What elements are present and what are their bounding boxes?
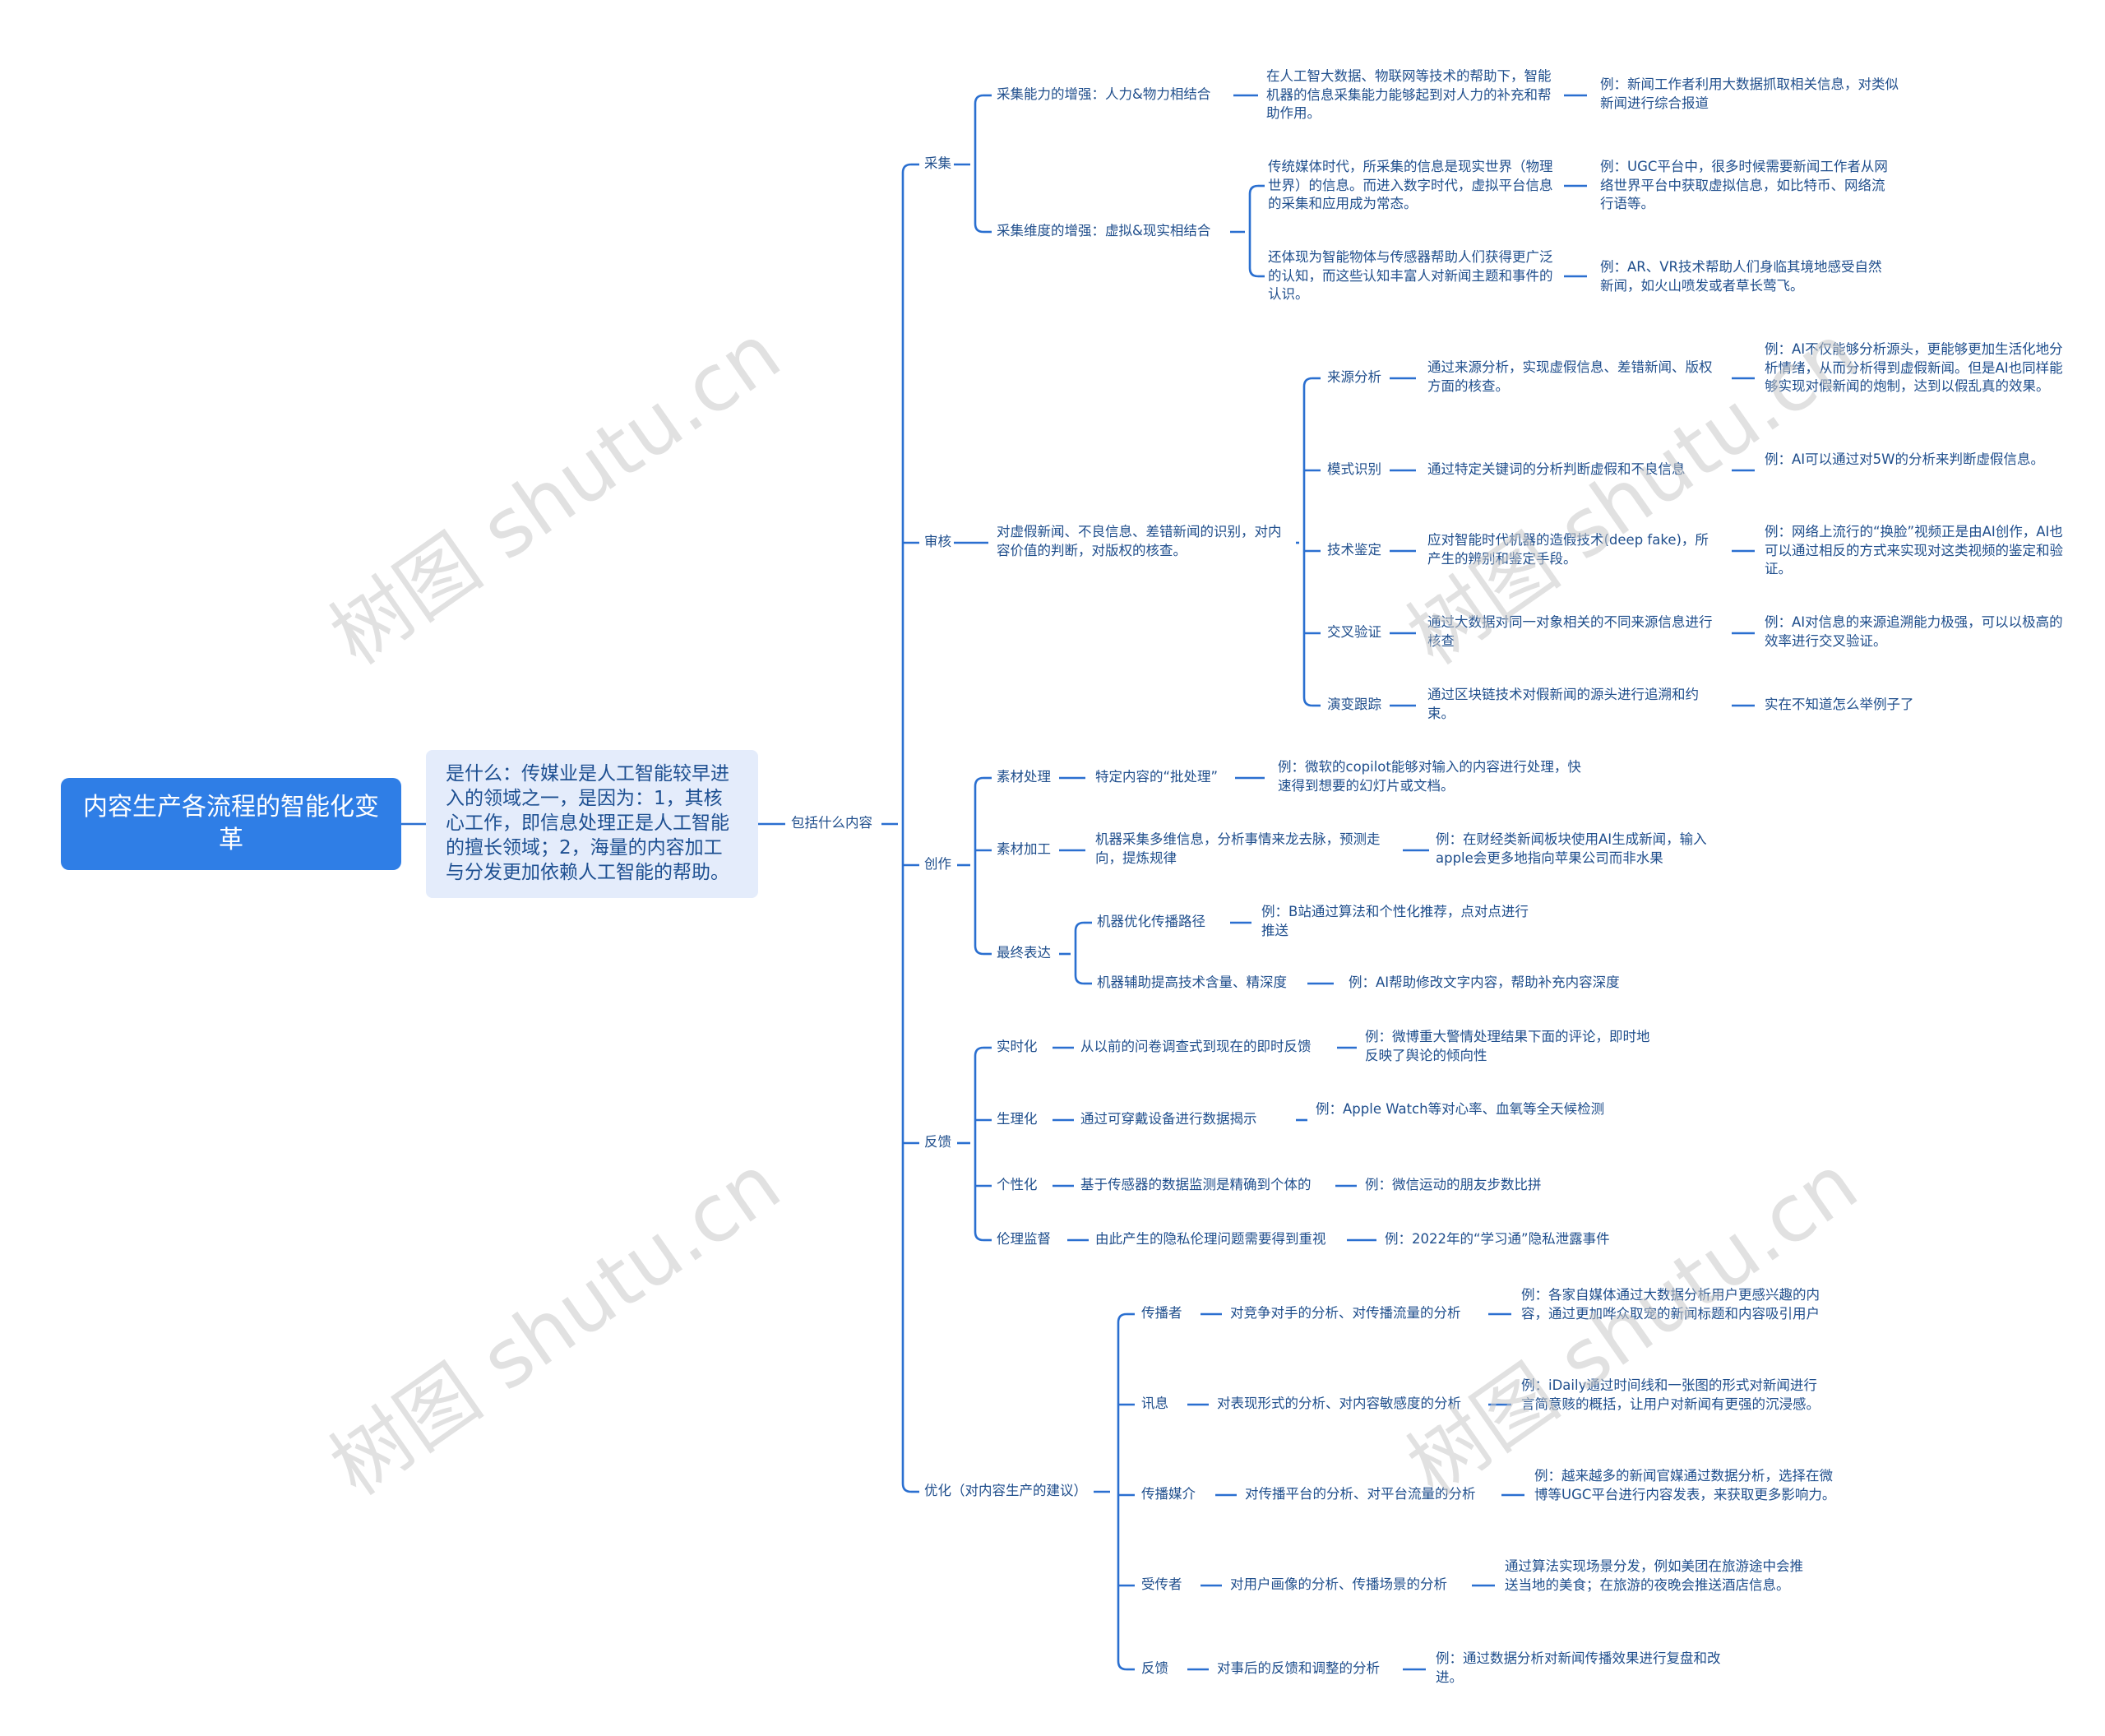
- youhua-item-example[interactable]: 例：各家自媒体通过大数据分析用户更感兴趣的内容，通过更加哗众取宠的新闻标题和内容…: [1521, 1287, 1820, 1322]
- chuangzuo-zuizhong-example2[interactable]: 例：AI帮助修改文字内容，帮助补充内容深度: [1349, 974, 1620, 990]
- shenhe-item-desc[interactable]: 通过区块链技术对假新闻的源头进行追溯和约束。: [1427, 687, 1699, 721]
- chuangzuo-sucai-chuli-example[interactable]: 例：微软的copilot能够对输入的内容进行处理，快速得到想要的幻灯片或文档。: [1278, 759, 1581, 794]
- youhua-item-desc[interactable]: 对事后的反馈和调整的分析: [1217, 1660, 1380, 1676]
- youhua-item-desc[interactable]: 对竞争对手的分析、对传播流量的分析: [1230, 1305, 1461, 1321]
- youhua-item-label[interactable]: 传播媒介: [1141, 1486, 1196, 1502]
- shenhe-item-desc[interactable]: 通过大数据对同一对象相关的不同来源信息进行核查: [1427, 614, 1713, 649]
- chuangzuo-sucai-chuli-desc[interactable]: 特定内容的“批处理”: [1095, 769, 1219, 785]
- branch-bracket: [1302, 377, 1313, 707]
- shenhe-item-label[interactable]: 技术鉴定: [1327, 542, 1381, 558]
- shenhe-item-example[interactable]: 例：网络上流行的“换脸”视频正是由AI创作，AI也可以通过相反的方式来实现对这类…: [1765, 524, 2063, 576]
- youhua-item-label[interactable]: 讯息: [1141, 1396, 1168, 1411]
- shenhe-item-desc[interactable]: 通过来源分析，实现虚假信息、差错新闻、版权方面的核查。: [1427, 359, 1713, 394]
- branch-bracket: [1074, 921, 1085, 985]
- youhua-item-example[interactable]: 通过算法实现场景分发，例如美团在旅游途中会推送当地的美食；在旅游的夜晚会推送酒店…: [1505, 1558, 1803, 1593]
- fankui-item-desc[interactable]: 从以前的问卷调查式到现在的即时反馈: [1080, 1039, 1312, 1054]
- root-topic-title: 内容生产各流程的智能化变革: [83, 793, 379, 854]
- caiji-sub1-desc[interactable]: 在人工智大数据、物联网等技术的帮助下，智能机器的信息采集能力能够起到对人力的补充…: [1266, 68, 1552, 121]
- youhua-item-example[interactable]: 例：越来越多的新闻官媒通过数据分析，选择在微博等UGC平台进行内容发表，来获取更…: [1534, 1468, 1836, 1502]
- section-fankui[interactable]: 反馈: [924, 1134, 951, 1150]
- youhua-item-label[interactable]: 传播者: [1141, 1305, 1182, 1321]
- fankui-item-example[interactable]: 例：微博重大警情处理结果下面的评论，即时地反映了舆论的倾向性: [1365, 1029, 1650, 1063]
- chuangzuo-zuizhong[interactable]: 最终表达: [997, 945, 1051, 961]
- fankui-item-label[interactable]: 伦理监督: [997, 1231, 1051, 1247]
- fankui-item-desc[interactable]: 基于传感器的数据监测是精确到个体的: [1080, 1177, 1312, 1192]
- fankui-item-example[interactable]: 例：Apple Watch等对心率、血氧等全天候检测: [1316, 1101, 1605, 1117]
- youhua-item-desc[interactable]: 对用户画像的分析、传播场景的分析: [1230, 1576, 1447, 1592]
- shenhe-item-label[interactable]: 交叉验证: [1327, 624, 1381, 640]
- shenhe-item-desc[interactable]: 应对智能时代机器的造假技术(deep fake)，所产生的辨别和鉴定手段。: [1427, 532, 1709, 567]
- caiji-sub2-desc2[interactable]: 还体现为智能物体与传感器帮助人们获得更广泛的认知，而这些认知丰富人对新闻主题和事…: [1268, 249, 1553, 302]
- youhua-item-label[interactable]: 反馈: [1141, 1660, 1168, 1676]
- chuangzuo-sucai-jiagong-example[interactable]: 例：在财经类新闻板块使用AI生成新闻，输入apple会更多地指向苹果公司而非水果: [1436, 831, 1707, 866]
- caiji-sub2[interactable]: 采集维度的增强：虚拟&现实相结合: [997, 223, 1211, 238]
- chuangzuo-sucai-jiagong[interactable]: 素材加工: [997, 841, 1051, 857]
- branch-bracket: [974, 94, 984, 234]
- caiji-sub2-desc1[interactable]: 传统媒体时代，所采集的信息是现实世界（物理世界）的信息。而进入数字时代，虚拟平台…: [1268, 159, 1553, 211]
- branch-bracket: [1117, 1312, 1127, 1671]
- definition-text: 是什么：传媒业是人工智能较早进入的领域之一，是因为：1，其核心工作，即信息处理正…: [446, 763, 729, 883]
- branch-bracket: [974, 1046, 984, 1242]
- definition-node[interactable]: 是什么：传媒业是人工智能较早进入的领域之一，是因为：1，其核心工作，即信息处理正…: [426, 750, 758, 898]
- shenhe-item-label[interactable]: 来源分析: [1327, 369, 1381, 385]
- caiji-sub2-example2[interactable]: 例：AR、VR技术帮助人们身临其境地感受自然新闻，如火山喷发或者草长莺飞。: [1600, 259, 1882, 294]
- section-youhua[interactable]: 优化（对内容生产的建议）: [924, 1483, 1087, 1498]
- branch-bracket: [974, 776, 984, 956]
- chuangzuo-sucai-chuli[interactable]: 素材处理: [997, 769, 1051, 785]
- section-shenhe[interactable]: 审核: [924, 534, 951, 549]
- chuangzuo-sucai-jiagong-desc[interactable]: 机器采集多维信息，分析事情来龙去脉，预测走向，提炼规律: [1095, 831, 1381, 866]
- fankui-item-label[interactable]: 个性化: [997, 1177, 1038, 1192]
- chuangzuo-zuizhong-item2[interactable]: 机器辅助提高技术含量、精深度: [1097, 974, 1287, 990]
- caiji-sub2-example1[interactable]: 例：UGC平台中，很多时候需要新闻工作者从网络世界平台中获取虚拟信息，如比特币、…: [1600, 159, 1888, 211]
- youhua-item-example[interactable]: 例：通过数据分析对新闻传播效果进行复盘和改进。: [1436, 1650, 1721, 1685]
- branch-bracket: [901, 163, 912, 1493]
- shenhe-item-desc[interactable]: 通过特定关键词的分析判断虚假和不良信息: [1427, 461, 1686, 477]
- branch-bracket: [1248, 184, 1259, 278]
- shenhe-item-label[interactable]: 模式识别: [1327, 461, 1381, 477]
- shenhe-item-example[interactable]: 例：AI不仅能够分析源头，更能够更加生活化地分析情绪，从而分析得到虚假新闻。但是…: [1765, 341, 2063, 394]
- youhua-item-desc[interactable]: 对传播平台的分析、对平台流量的分析: [1245, 1486, 1476, 1502]
- youhua-item-label[interactable]: 受传者: [1141, 1576, 1182, 1592]
- chuangzuo-zuizhong-item1[interactable]: 机器优化传播路径: [1097, 914, 1205, 929]
- section-chuangzuo[interactable]: 创作: [924, 856, 951, 872]
- chuangzuo-zuizhong-example1[interactable]: 例：B站通过算法和个性化推荐，点对点进行推送: [1261, 904, 1529, 938]
- shenhe-item-example[interactable]: 实在不知道怎么举例子了: [1765, 697, 1914, 712]
- fankui-item-label[interactable]: 生理化: [997, 1111, 1038, 1127]
- fankui-item-desc[interactable]: 由此产生的隐私伦理问题需要得到重视: [1095, 1231, 1326, 1247]
- branch-label-includes[interactable]: 包括什么内容: [791, 815, 872, 831]
- shenhe-item-label[interactable]: 演变跟踪: [1327, 697, 1381, 712]
- section-caiji[interactable]: 采集: [924, 155, 951, 171]
- youhua-item-desc[interactable]: 对表现形式的分析、对内容敏感度的分析: [1217, 1396, 1461, 1411]
- root-topic[interactable]: 内容生产各流程的智能化变革: [61, 778, 401, 870]
- fankui-item-desc[interactable]: 通过可穿戴设备进行数据揭示: [1080, 1111, 1257, 1127]
- fankui-item-example[interactable]: 例：2022年的“学习通”隐私泄露事件: [1385, 1231, 1610, 1247]
- caiji-sub1-example[interactable]: 例：新闻工作者利用大数据抓取相关信息，对类似新闻进行综合报道: [1600, 76, 1899, 111]
- shenhe-desc[interactable]: 对虚假新闻、不良信息、差错新闻的识别，对内容价值的判断，对版权的核查。: [997, 524, 1282, 558]
- shenhe-item-example[interactable]: 例：AI对信息的来源追溯能力极强，可以以极高的效率进行交叉验证。: [1765, 614, 2063, 649]
- fankui-item-label[interactable]: 实时化: [997, 1039, 1038, 1054]
- youhua-item-example[interactable]: 例：iDaily通过时间线和一张图的形式对新闻进行言简意赅的概括，让用户对新闻有…: [1521, 1377, 1820, 1412]
- caiji-sub1[interactable]: 采集能力的增强：人力&物力相结合: [997, 86, 1211, 102]
- fankui-item-example[interactable]: 例：微信运动的朋友步数比拼: [1365, 1177, 1542, 1192]
- shenhe-item-example[interactable]: 例：AI可以通过对5W的分析来判断虚假信息。: [1765, 451, 2044, 467]
